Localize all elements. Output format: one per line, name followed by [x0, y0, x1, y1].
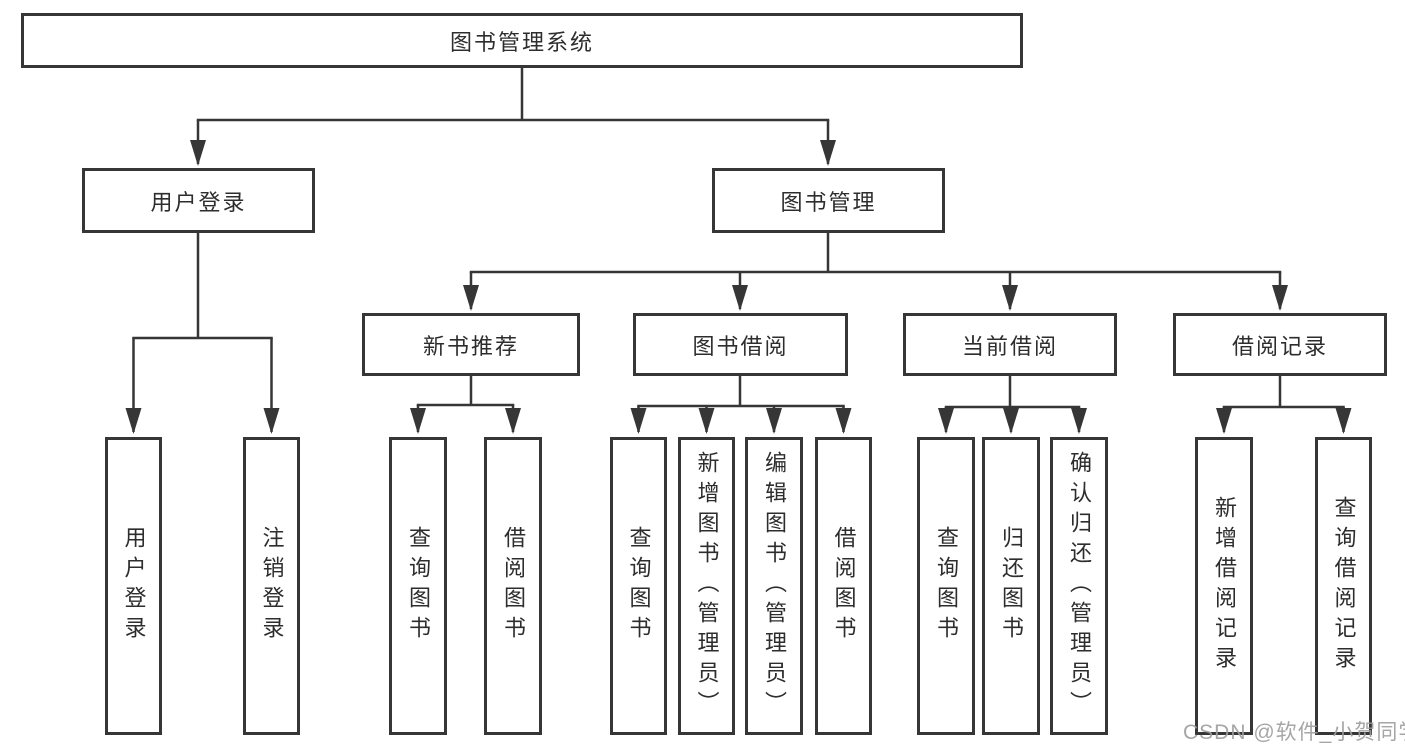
leaf-newrec-query-books-label: 查询图书	[406, 526, 431, 646]
node-current-borrowing: 当前借阅	[903, 313, 1117, 376]
node-borrowing-records-label: 借阅记录	[1231, 333, 1328, 359]
watermark: CSDN @软件_小贺同学	[1183, 721, 1405, 744]
leaf-borrow-query-books-label: 查询图书	[626, 526, 652, 646]
leaf-confirm-return-admin-label: 确认归还（管理员）	[1067, 451, 1092, 721]
node-current-borrowing-label: 当前借阅	[961, 333, 1058, 359]
node-book-borrowing-label: 图书借阅	[692, 333, 789, 359]
node-book-management: 图书管理	[712, 168, 945, 233]
node-new-book-recommendation: 新书推荐	[362, 313, 580, 376]
leaf-logout: 注销登录	[243, 437, 300, 735]
leaf-current-query-books-label: 查询图书	[934, 526, 959, 646]
leaf-borrow-books-label: 借阅图书	[831, 526, 857, 646]
node-book-borrowing: 图书借阅	[633, 313, 848, 376]
leaf-add-books-admin-label: 新增图书（管理员）	[694, 451, 720, 721]
node-user-login-label: 用户登录	[150, 189, 247, 215]
node-book-management-label: 图书管理	[780, 189, 877, 215]
arrow-group	[125, 120, 1352, 434]
node-borrowing-records: 借阅记录	[1173, 313, 1387, 376]
leaf-user-login: 用户登录	[105, 437, 162, 735]
leaf-add-borrow-record-label: 新增借阅记录	[1212, 496, 1237, 676]
edge-book-borrow-branch	[637, 374, 845, 408]
leaf-confirm-return-admin: 确认归还（管理员）	[1050, 437, 1108, 735]
leaf-return-books: 归还图书	[982, 437, 1040, 735]
edge-book-management-branch	[469, 231, 1282, 274]
edge-new-rec-branch	[416, 374, 515, 407]
leaf-query-borrow-record: 查询借阅记录	[1315, 437, 1372, 735]
edge-borrow-records-branch	[1222, 374, 1345, 409]
leaf-current-query-books: 查询图书	[917, 437, 975, 735]
node-library-system: 图书管理系统	[21, 13, 1023, 68]
node-new-book-recommendation-label: 新书推荐	[422, 333, 519, 359]
edge-current-borrow-branch	[944, 374, 1081, 409]
leaf-newrec-borrow-books: 借阅图书	[484, 437, 542, 735]
leaf-borrow-query-books: 查询图书	[610, 437, 667, 735]
leaf-borrow-books: 借阅图书	[815, 437, 872, 735]
leaf-user-login-label: 用户登录	[121, 526, 147, 646]
node-library-system-label: 图书管理系统	[449, 29, 594, 55]
edge-user-login-branch	[132, 231, 273, 340]
leaf-return-books-label: 归还图书	[999, 526, 1024, 646]
leaf-edit-books-admin-label: 编辑图书（管理员）	[762, 451, 787, 721]
edge-root-to-level2	[196, 66, 830, 122]
leaf-add-books-admin: 新增图书（管理员）	[678, 437, 735, 735]
leaf-logout-label: 注销登录	[259, 526, 285, 646]
leaf-edit-books-admin: 编辑图书（管理员）	[745, 437, 803, 735]
leaf-query-borrow-record-label: 查询借阅记录	[1331, 496, 1357, 676]
leaf-add-borrow-record: 新增借阅记录	[1195, 437, 1253, 735]
leaf-newrec-query-books: 查询图书	[389, 437, 447, 735]
node-user-login: 用户登录	[82, 168, 315, 233]
leaf-newrec-borrow-books-label: 借阅图书	[501, 526, 526, 646]
